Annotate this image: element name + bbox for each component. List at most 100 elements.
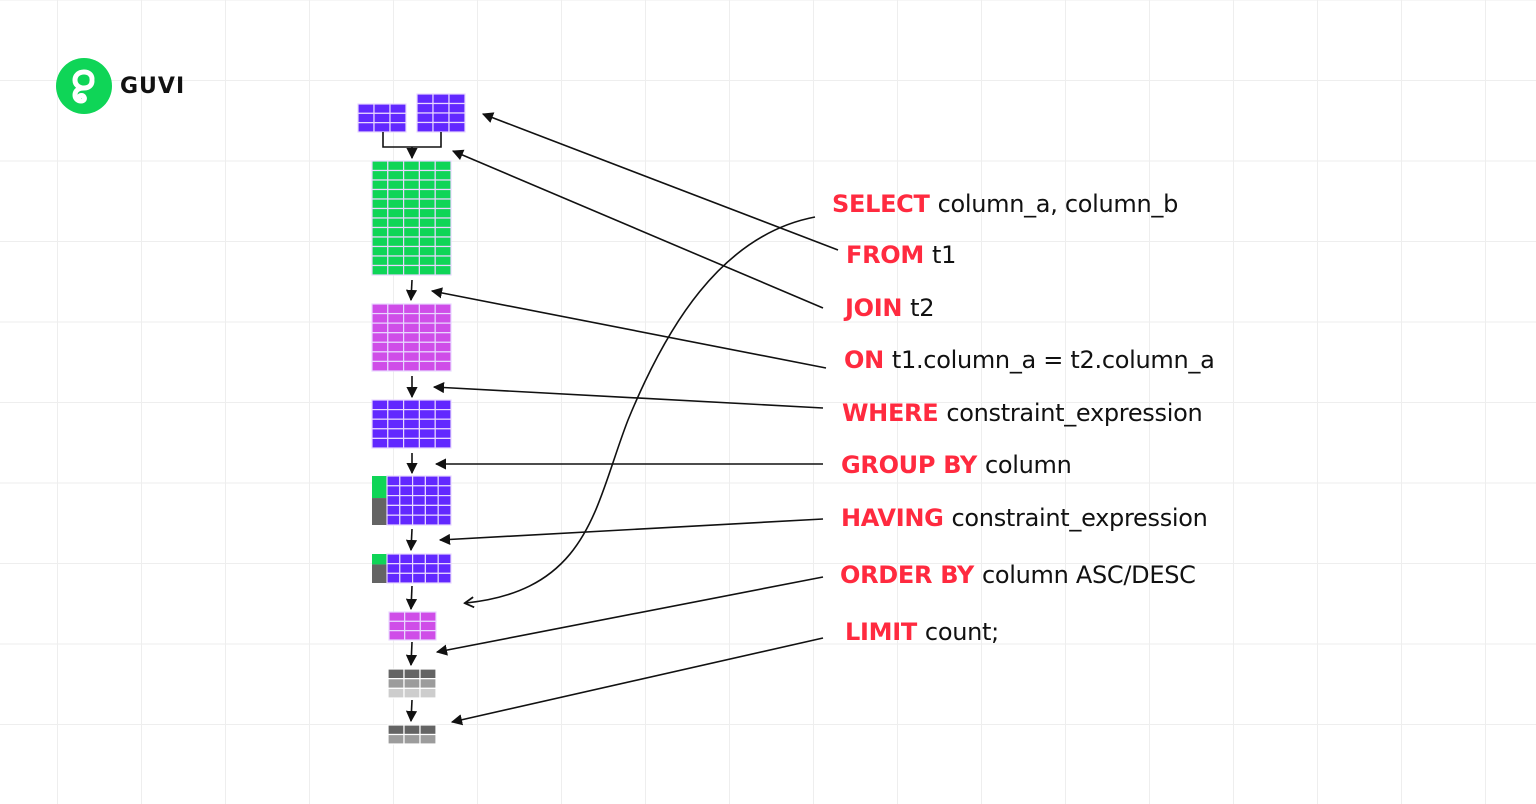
- table-cell: [403, 409, 421, 420]
- clause-keyword: JOIN: [845, 294, 903, 322]
- table-cell: [371, 303, 389, 315]
- group-key-cell: [372, 498, 387, 525]
- table-cell: [371, 226, 389, 238]
- clause-keyword: GROUP BY: [841, 451, 977, 479]
- table-cell: [387, 733, 405, 745]
- table-cell: [404, 611, 421, 622]
- table-cell: [424, 475, 439, 487]
- table-cell: [399, 563, 414, 574]
- table-cell: [371, 255, 389, 267]
- table-cell: [387, 437, 405, 449]
- table-cell: [371, 236, 389, 248]
- table-cell: [432, 93, 450, 105]
- table-cell: [357, 103, 375, 114]
- table-cell: [434, 409, 452, 420]
- table-cell: [403, 351, 421, 363]
- table-cell: [403, 198, 421, 210]
- table-cell: [389, 122, 407, 133]
- table-cell: [404, 620, 421, 632]
- pointer-order-by: [435, 576, 824, 656]
- table-cell: [386, 514, 401, 526]
- table-cell: [418, 245, 436, 257]
- table-cell: [418, 437, 436, 449]
- pointer-having: [438, 518, 824, 546]
- table-cell: [371, 188, 389, 200]
- table-cell: [387, 207, 405, 219]
- table-joined: [371, 160, 452, 276]
- table-cell: [403, 733, 421, 745]
- join-bracket: [382, 132, 442, 148]
- table-cell: [373, 122, 391, 133]
- table-cell: [386, 553, 401, 565]
- table-cell: [418, 169, 436, 181]
- table-cell: [418, 217, 436, 229]
- table-cell: [371, 399, 389, 411]
- table-cell: [437, 553, 452, 565]
- table-cell: [437, 475, 452, 487]
- table-cell: [437, 563, 452, 574]
- table-cell: [387, 360, 405, 372]
- brand-name: GUVI: [120, 73, 186, 99]
- table-cell: [403, 226, 421, 238]
- table-cell: [399, 553, 414, 565]
- table-order-result: [387, 668, 437, 699]
- table-cell: [403, 678, 421, 689]
- table-cell: [418, 188, 436, 200]
- table-cell: [386, 475, 401, 487]
- table-cell: [387, 303, 405, 315]
- table-cell: [412, 485, 427, 497]
- table-cell: [418, 332, 436, 343]
- table-cell: [418, 255, 436, 267]
- table-cell: [416, 102, 434, 114]
- table-cell: [387, 724, 405, 736]
- table-cell: [424, 563, 439, 574]
- table-cell: [387, 236, 405, 248]
- table-cell: [434, 399, 452, 411]
- table-cell: [434, 179, 452, 191]
- table-cell: [387, 179, 405, 191]
- table-cell: [434, 169, 452, 181]
- table-cell: [371, 264, 389, 276]
- clause-keyword: ON: [844, 346, 884, 374]
- table-cell: [399, 504, 414, 516]
- table-cell: [419, 733, 437, 745]
- flow-arrow-7: [405, 699, 418, 723]
- table-cell: [371, 409, 389, 420]
- table-cell: [387, 668, 405, 680]
- table-cell: [418, 409, 436, 420]
- table-cell: [424, 553, 439, 565]
- table-cell: [448, 112, 466, 124]
- table-cell: [437, 495, 452, 507]
- table-cell: [403, 322, 421, 334]
- table-cell: [434, 351, 452, 363]
- table-cell: [419, 724, 437, 736]
- table-cell: [371, 169, 389, 181]
- table-cell: [387, 678, 405, 689]
- table-cell: [424, 495, 439, 507]
- table-cell: [434, 255, 452, 267]
- table-cell: [387, 312, 405, 324]
- table-cell: [434, 322, 452, 334]
- flow-arrow-1: [405, 279, 418, 302]
- table-cell: [424, 504, 439, 516]
- table-cell: [371, 160, 389, 172]
- table-cell: [416, 121, 434, 133]
- table-cell: [412, 495, 427, 507]
- table-cell: [432, 102, 450, 114]
- table-limit-result: [387, 724, 437, 745]
- table-cell: [387, 198, 405, 210]
- table-cell: [418, 179, 436, 191]
- table-cell: [399, 514, 414, 526]
- table-cell: [434, 207, 452, 219]
- clause-argument: column: [984, 451, 1072, 479]
- table-cell: [388, 611, 406, 622]
- table-cell: [412, 514, 427, 526]
- table-cell: [418, 351, 436, 363]
- table-cell: [434, 245, 452, 257]
- table-cell: [387, 264, 405, 276]
